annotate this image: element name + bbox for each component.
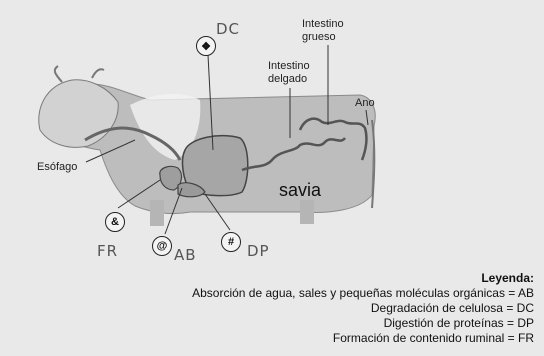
marker-dp: # — [221, 232, 241, 252]
label-esofago: Esófago — [37, 161, 77, 174]
label-intestino-grueso: Intestino grueso — [302, 18, 344, 44]
legend-row-dc: Degradación de celulosa = DC — [192, 301, 534, 316]
label-intestino-delgado-line1: Intestino — [268, 60, 310, 72]
handwritten-fr: FR — [97, 242, 118, 260]
legend: Leyenda: Absorción de agua, sales y pequ… — [192, 271, 534, 346]
label-intestino-delgado: Intestino delgado — [268, 60, 310, 86]
leg-back — [300, 200, 314, 224]
label-intestino-grueso-line1: Intestino — [302, 18, 344, 30]
horn-left — [55, 66, 62, 82]
label-ano: Ano — [355, 97, 375, 110]
legend-row-ab: Absorción de agua, sales y pequeñas molé… — [192, 286, 534, 301]
horn-right — [92, 69, 104, 78]
label-intestino-delgado-line2: delgado — [268, 73, 307, 85]
legend-title: Leyenda: — [192, 271, 534, 286]
handwritten-dc: DC — [216, 20, 240, 38]
leg-front — [150, 200, 164, 226]
legend-row-dp: Digestión de proteínas = DP — [192, 316, 534, 331]
label-savia: savia — [279, 180, 321, 201]
marker-dc: ❖ — [196, 36, 216, 56]
marker-ab: @ — [152, 236, 172, 256]
handwritten-dp: DP — [247, 242, 270, 260]
label-intestino-grueso-line2: grueso — [302, 31, 336, 43]
handwritten-ab: AB — [174, 246, 197, 264]
marker-fr: & — [105, 212, 125, 232]
legend-row-fr: Formación de contenido ruminal = FR — [192, 331, 534, 346]
